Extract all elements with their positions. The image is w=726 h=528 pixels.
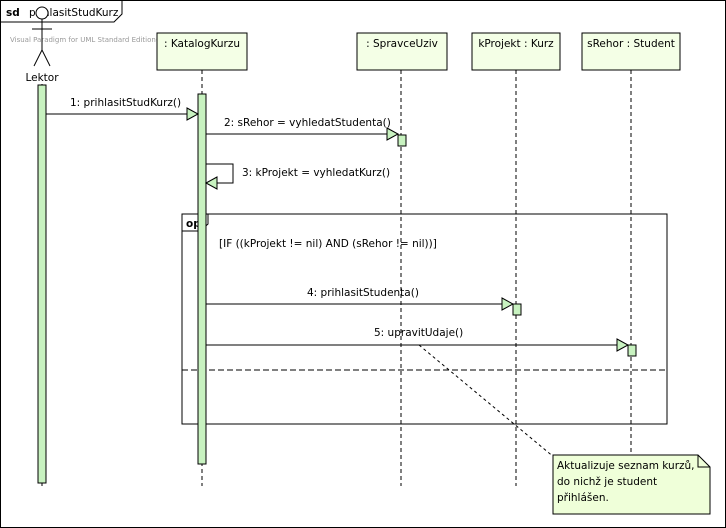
message-3-label: 3: kProjekt = vyhledatKurz() bbox=[242, 167, 390, 179]
message-3-arrowhead bbox=[204, 176, 218, 190]
actor-figure[interactable] bbox=[32, 6, 52, 67]
message-1-arrowhead bbox=[186, 107, 200, 121]
header-katalog[interactable]: : KatalogKurzu bbox=[156, 32, 248, 71]
message-5-label: 5: upravitUdaje() bbox=[374, 327, 463, 339]
note-line-2: do nichž je student bbox=[557, 476, 657, 488]
header-spravce[interactable]: : SpravceUziv bbox=[356, 32, 448, 71]
header-kurz-label: kProjekt : Kurz bbox=[478, 38, 554, 50]
fragment-opt[interactable] bbox=[181, 213, 668, 425]
frame-name-tab bbox=[0, 0, 123, 23]
header-student[interactable]: sRehor : Student bbox=[581, 32, 681, 71]
message-3[interactable]: 3: kProjekt = vyhledatKurz() bbox=[204, 163, 390, 190]
header-spravce-label: : SpravceUziv bbox=[366, 38, 438, 50]
message-2-arrowhead bbox=[386, 127, 400, 141]
activation-student bbox=[627, 344, 637, 357]
message-4-arrowhead bbox=[501, 297, 515, 311]
header-katalog-label: : KatalogKurzu bbox=[164, 38, 240, 50]
frame-keyword: sd bbox=[6, 7, 20, 19]
message-5-arrowhead bbox=[616, 338, 630, 352]
activation-katalog bbox=[197, 93, 207, 465]
message-5[interactable]: 5: upravitUdaje() bbox=[206, 327, 630, 352]
note[interactable]: Aktualizuje seznam kurzů, do nichž je st… bbox=[552, 454, 711, 515]
note-fold bbox=[697, 455, 710, 468]
message-4[interactable]: 4: prihlasitStudenta() bbox=[206, 287, 515, 311]
frame-title: prihlasitStudKurz bbox=[29, 7, 119, 19]
message-1[interactable]: 1: prihlasitStudKurz() bbox=[46, 97, 200, 121]
message-2-label: 2: sRehor = vyhledatStudenta() bbox=[224, 117, 391, 129]
message-1-label: 1: prihlasitStudKurz() bbox=[70, 97, 181, 109]
activation-kurz bbox=[512, 303, 522, 316]
actor-name: Lektor bbox=[25, 72, 59, 84]
note-line-3: přihlášen. bbox=[557, 492, 609, 504]
note-line-1: Aktualizuje seznam kurzů, bbox=[557, 460, 695, 472]
activation-spravce bbox=[397, 134, 407, 147]
header-student-label: sRehor : Student bbox=[587, 38, 675, 50]
activation-actor bbox=[37, 84, 47, 484]
message-2[interactable]: 2: sRehor = vyhledatStudenta() bbox=[206, 117, 400, 141]
message-4-label: 4: prihlasitStudenta() bbox=[307, 287, 419, 299]
watermark: Visual Paradigm for UML Standard Edition… bbox=[10, 36, 228, 44]
header-kurz[interactable]: kProjekt : Kurz bbox=[471, 32, 561, 71]
fragment-guard: [IF ((kProjekt != nil) AND (sRehor != ni… bbox=[219, 238, 437, 250]
